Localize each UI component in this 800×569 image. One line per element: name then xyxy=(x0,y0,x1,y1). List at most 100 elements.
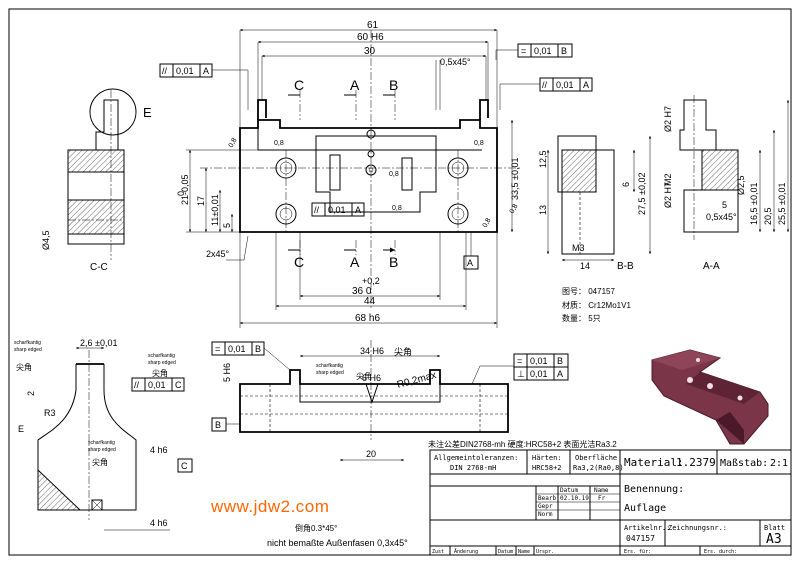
svg-text:=: = xyxy=(215,344,220,354)
dim-aa-16: 16,5 ±0,01 xyxy=(749,183,759,225)
tb-blatt-label: Blatt xyxy=(764,524,785,532)
aa-view-label: A-A xyxy=(703,261,720,272)
tb-allg-label: Allgemeintoleranzen: xyxy=(434,454,518,462)
svg-text://: // xyxy=(542,80,548,90)
dim-bb-12: 12,5 xyxy=(538,150,548,168)
cc-view-label: C-C xyxy=(90,262,108,273)
dim-bb-13: 13 xyxy=(538,205,548,215)
tb-datum2-label: Datum xyxy=(498,549,513,555)
svg-text:A: A xyxy=(583,80,589,90)
dim-36: 36 0 xyxy=(352,286,372,297)
watermark-url[interactable]: www.jdw2.com xyxy=(211,497,330,516)
tb-benennung-label: Benennung: xyxy=(624,484,684,495)
svg-text:B: B xyxy=(561,46,567,56)
front-tabs xyxy=(257,99,489,120)
tolerance-frame-parallel-left: // 0,01 A xyxy=(159,63,249,110)
dim-bb-6: 6 xyxy=(621,182,631,187)
tb-bearb-date: 02.10.19 xyxy=(560,495,589,502)
svg-text:B: B xyxy=(557,356,563,366)
note-quantity: 数量： 5只 xyxy=(562,314,601,323)
tolerance-frame-symmetry-side: = 0,01 B xyxy=(211,341,291,371)
datum-a-front: A xyxy=(463,232,479,270)
detail-e-square xyxy=(91,499,103,511)
svg-text:0,8: 0,8 xyxy=(509,203,520,215)
svg-text:0,01: 0,01 xyxy=(328,205,346,215)
tb-material-value: 1.2379 xyxy=(676,456,716,469)
note-sharp-cn-4: 尖角 xyxy=(356,372,372,381)
svg-text://: // xyxy=(134,380,140,390)
svg-text:0,01: 0,01 xyxy=(176,66,194,76)
tb-massstab-label: Maßstab: xyxy=(720,458,768,469)
tb-artikel-value: 047157 xyxy=(626,534,655,543)
dim-aa-20: 20,5 xyxy=(763,207,773,225)
note-chamfer-de: nicht bemaßte Außenfasen 0,3x45° xyxy=(267,538,408,548)
tb-name-label: Name xyxy=(594,487,609,494)
tb-oberflaeche-value: Ra3,2(Ra0,8) xyxy=(573,464,624,472)
dim-aa-d2-top: Ø2 H7 xyxy=(663,106,673,132)
leader-2x45 xyxy=(226,235,249,261)
section-b-b: 12,5 13 M3 14 6 27,5 ±0,02 B-B xyxy=(538,135,652,272)
dim-11: 11±0,01 xyxy=(210,194,220,226)
detail-e: 2,6 ±0,01 2 R3 4 h6 4 h6 // 0,01 C C E xyxy=(18,338,193,531)
tb-ers-durch-label: Ers. durch: xyxy=(704,549,737,555)
note-scharfkantig-2: scharfkantig xyxy=(148,353,175,359)
aa-outline xyxy=(679,99,739,233)
side-slot xyxy=(299,384,441,403)
cc-hatch-top xyxy=(67,149,125,173)
svg-text:0,01: 0,01 xyxy=(556,80,574,90)
note-scharfkantig-4: scharfkantig xyxy=(316,363,343,369)
tolerance-frame-perpendicular: ⊥ 0,01 A xyxy=(471,365,569,385)
tolerance-frame-parallel-right: // 0,01 A xyxy=(499,77,593,110)
dim-60: 60 H6 xyxy=(357,32,384,43)
title-block: Allgemeintoleranzen: DIN 2768-mH Härten:… xyxy=(429,449,792,556)
tolerance-frame-parallel-center: // 0,01 A xyxy=(311,202,365,217)
front-step xyxy=(257,128,482,151)
dim-bb-27: 27,5 ±0,02 xyxy=(637,173,647,215)
tb-haerten-value: HRC58+2 xyxy=(532,464,562,472)
tolerance-frame-symmetry-top: = 0,01 B xyxy=(495,43,573,60)
dim-e-26: 2,6 ±0,01 xyxy=(80,338,117,348)
svg-text:0,01: 0,01 xyxy=(228,344,246,354)
note-chamfer-cn: 倒角0.3*45° xyxy=(295,524,338,533)
datum-b: B xyxy=(211,417,240,432)
note-sharp-cn-2: 尖角 xyxy=(152,369,168,378)
tolerance-frame-parallel-e: // 0,01 C xyxy=(131,377,185,392)
dim-20: 20 xyxy=(366,449,376,459)
note-material: 材质： Cr12Mo1V1 xyxy=(562,301,631,310)
dim-5: 5 xyxy=(222,223,232,228)
front-view: 61 60 H6 30 0,5x45° C A B C A B // 0,01 … xyxy=(159,20,593,328)
svg-text:A: A xyxy=(557,369,563,379)
dim-68: 68 h6 xyxy=(355,313,380,324)
svg-text:0,01: 0,01 xyxy=(530,356,548,366)
note-drawing-number: 图号： 047157 xyxy=(562,287,615,296)
section-letter-a-bottom: A xyxy=(350,254,360,270)
svg-text:⊥: ⊥ xyxy=(517,369,525,379)
dim-44: 44 xyxy=(364,296,376,307)
svg-text:B: B xyxy=(255,344,261,354)
detail-e-square-diag2 xyxy=(91,499,103,511)
roughness-marks-front: 0,8 0,8 0,8 0,8 0,8 0,8 0,8 xyxy=(228,137,520,229)
note-sharp-cn-3: 尖角 xyxy=(92,458,108,467)
dim-e-2: 2 xyxy=(26,391,36,396)
dim-5h6: 5 H6 xyxy=(222,363,232,382)
note-scharfkantig-3: scharfkantig xyxy=(88,440,115,446)
note-sharp-cn-1: 尖角 xyxy=(16,363,32,372)
bb-outline xyxy=(557,135,615,255)
dim-aa-m2: M2 xyxy=(663,173,673,186)
datum-c: C xyxy=(177,458,193,473)
section-c-c: E Ø4,5 C-C xyxy=(41,88,152,273)
tb-ers-fuer-label: Ers. für: xyxy=(624,549,651,555)
dim-aa-d2-bottom: Ø2 H7 xyxy=(663,182,673,208)
section-letter-c-top: C xyxy=(294,77,304,93)
label-sharp-bottom: 尖角 xyxy=(394,346,412,357)
cc-hatch-bottom xyxy=(67,199,125,235)
svg-text:A: A xyxy=(467,258,473,268)
section-letter-c-bottom: C xyxy=(294,254,304,270)
tb-gepr-label: Gepr xyxy=(538,503,553,510)
aa-hatch xyxy=(701,149,739,191)
note-sharp-edged-4: sharp edged xyxy=(316,370,344,376)
tb-norm-label: Norm xyxy=(538,511,553,518)
tb-artikel-label: Artikelnr.: xyxy=(624,524,670,532)
